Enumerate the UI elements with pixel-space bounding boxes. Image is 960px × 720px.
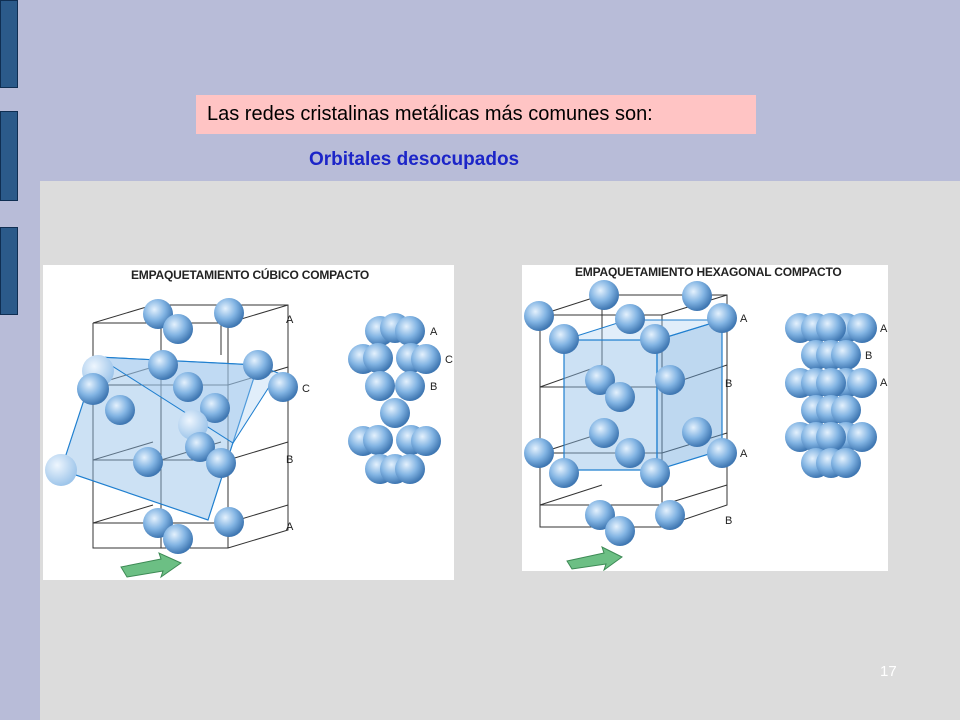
- lattice-label: B: [725, 378, 732, 390]
- page-number: 17: [880, 663, 897, 680]
- layer-stack: [348, 313, 441, 484]
- cubic-lattice-diagram: A C B A A C B: [45, 298, 453, 579]
- lattice-label: A: [286, 314, 294, 326]
- figure-title: EMPAQUETAMIENTO CÚBICO COMPACTO: [131, 268, 370, 282]
- stack-label: A: [880, 377, 888, 389]
- slide-subtitle: Orbitales desocupados: [309, 149, 520, 170]
- slide-title: Las redes cristalinas metálicas más comu…: [196, 95, 756, 134]
- stack-label: A: [430, 326, 438, 338]
- layer-stack: [785, 313, 877, 478]
- arrow-icon: [120, 552, 183, 579]
- lattice-label: A: [740, 448, 748, 460]
- side-bar-top: [0, 0, 18, 88]
- figure-cubic-close-packing: EMPAQUETAMIENTO CÚBICO COMPACTO: [43, 265, 454, 580]
- stack-label: B: [865, 350, 872, 362]
- side-bar-bottom: [0, 227, 18, 315]
- stack-label: B: [430, 381, 437, 393]
- lattice-label: C: [302, 383, 310, 395]
- stack-label: C: [445, 354, 453, 366]
- lattice-label: A: [286, 521, 294, 533]
- lattice-label: B: [286, 454, 293, 466]
- figure-hexagonal-close-packing: EMPAQUETAMIENTO HEXAGONAL COMPACTO: [522, 265, 888, 571]
- side-bar-middle: [0, 111, 18, 201]
- hexagonal-lattice-diagram: A B A B A B A: [524, 280, 888, 571]
- lattice-spheres: [45, 298, 298, 554]
- lattice-spheres: [524, 280, 737, 546]
- lattice-label: A: [740, 313, 748, 325]
- stack-label: A: [880, 323, 888, 335]
- figure-title: EMPAQUETAMIENTO HEXAGONAL COMPACTO: [575, 265, 842, 279]
- arrow-icon: [566, 546, 623, 571]
- lattice-label: B: [725, 515, 732, 527]
